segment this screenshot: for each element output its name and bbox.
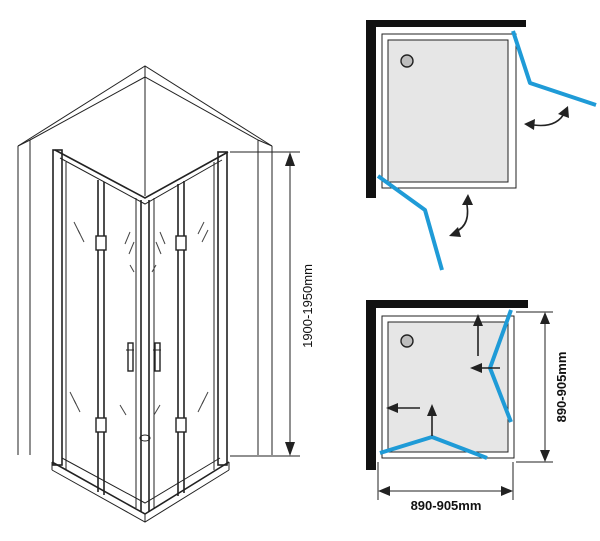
wall-profiles	[52, 149, 228, 466]
left-folded-door	[379, 435, 488, 460]
drain	[400, 54, 414, 68]
plan-view-doors-open	[366, 20, 597, 271]
sliding-arrows	[386, 314, 500, 436]
door-handles	[126, 342, 161, 372]
back-walls	[17, 65, 273, 455]
bottom-width-label: 890-905mm	[411, 498, 482, 513]
drain	[400, 334, 414, 348]
rotation-arrow-right	[524, 106, 569, 130]
height-dimension-label: 1900-1950mm	[300, 264, 315, 348]
bottom-width-dimension: 890-905mm	[377, 462, 514, 513]
isometric-enclosure: 1900-1950mm	[17, 65, 315, 523]
glass-reflections	[69, 221, 209, 416]
hinges	[95, 235, 187, 433]
right-folding-door	[511, 30, 597, 107]
top-frame	[54, 149, 229, 205]
right-door-panels	[153, 162, 215, 508]
side-width-label: 890-905mm	[554, 352, 569, 423]
side-width-dimension: 890-905mm	[516, 311, 569, 463]
rotation-arrow-bottom	[449, 194, 473, 237]
height-dimension: 1900-1950mm	[230, 151, 315, 457]
shower-tray	[51, 434, 230, 523]
tray-outline	[381, 315, 515, 459]
plan-view-doors-folded: 890-905mm 890-905mm	[366, 300, 569, 513]
corner-post	[140, 200, 150, 512]
left-door-panels	[65, 162, 137, 508]
left-folding-door	[376, 174, 444, 271]
